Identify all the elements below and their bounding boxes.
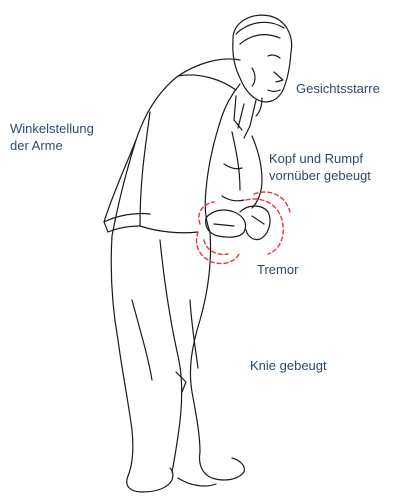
hands-drawing — [206, 206, 270, 240]
label-head-trunk-bent: Kopf und Rumpf vornüber gebeugt — [269, 150, 371, 184]
label-arm-angle: Winkelstellung der Arme — [10, 120, 94, 154]
shoes-drawing — [127, 452, 245, 492]
label-tremor: Tremor — [257, 261, 298, 278]
label-knees-bent: Knie gebeugt — [250, 357, 327, 374]
head-drawing — [233, 15, 292, 116]
label-facial-rigidity: Gesichtsstarre — [296, 80, 380, 97]
